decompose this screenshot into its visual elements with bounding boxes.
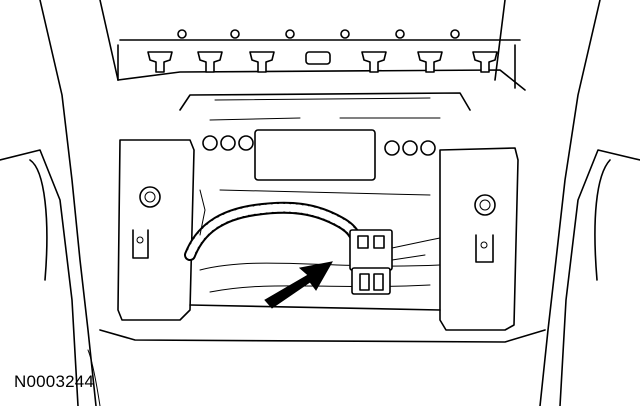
lower-console (87, 329, 546, 406)
clip-4 (305, 51, 331, 65)
electrical-connector (349, 229, 441, 295)
inner-bezel (179, 92, 471, 181)
wiring-harness (184, 189, 364, 261)
clip-6 (417, 51, 443, 73)
clip-7 (472, 51, 498, 73)
retaining-clips (147, 29, 498, 73)
bracket-bolt-left (139, 186, 161, 208)
figure-id-label: N0003244 (14, 372, 95, 391)
clip-3 (249, 51, 275, 73)
bracket-slot-left (132, 229, 149, 259)
clip-2 (197, 51, 223, 73)
blank-cover-plate (254, 129, 376, 181)
pointer-arrow (264, 261, 333, 309)
console-right-wall (494, 0, 640, 406)
right-mounting-bracket (439, 147, 519, 331)
clip-5 (361, 51, 387, 73)
left-mounting-bracket (117, 139, 195, 321)
upper-trim-panel (117, 39, 526, 91)
clip-1 (147, 51, 173, 73)
bracket-slot-right (475, 234, 494, 263)
console-left-wall (0, 0, 119, 406)
bracket-bolt-right (474, 194, 496, 216)
